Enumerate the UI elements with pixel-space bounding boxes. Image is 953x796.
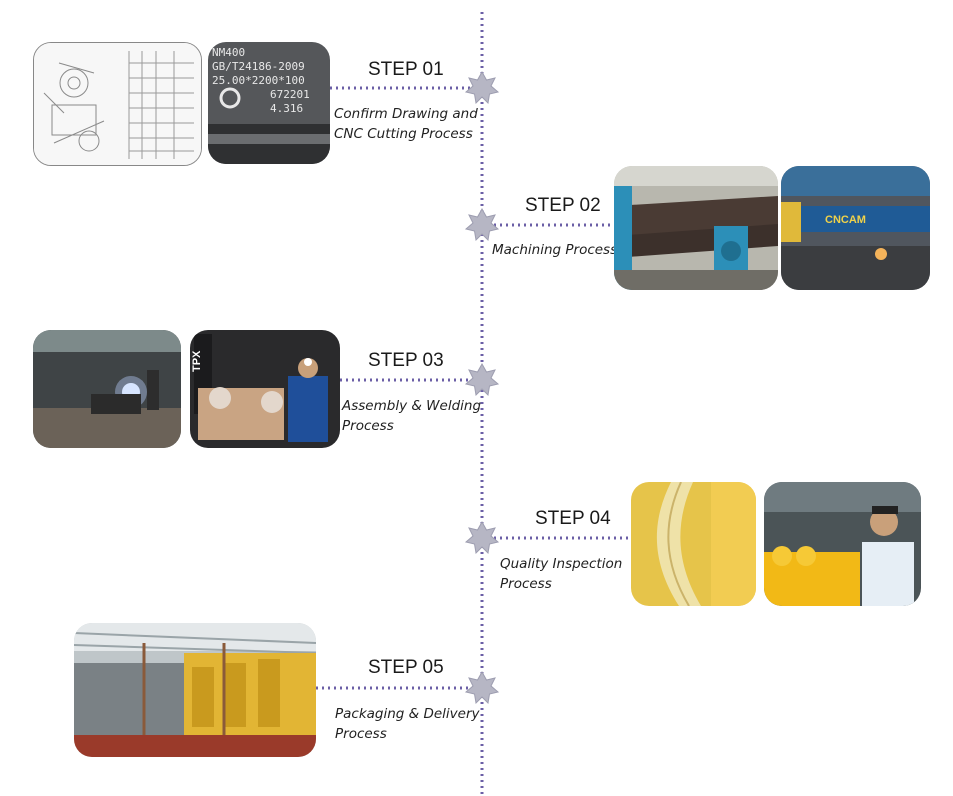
step-04-desc-line2: Process (500, 576, 552, 592)
step-02-star-icon (464, 207, 500, 242)
plate-text-grade: NM400 (212, 46, 245, 59)
step-01-desc-line2: CNC Cutting Process (334, 126, 473, 142)
plate-text-size: 25.00*2200*100 (212, 74, 305, 87)
step-04-star-icon (464, 520, 500, 555)
inspector-measuring-photo (764, 482, 921, 606)
welding-workshop-photo (33, 330, 181, 448)
machine-label-text: TPX (191, 350, 203, 372)
step-02-title: STEP 02 (525, 195, 601, 216)
plate-text-number: 672201 (270, 88, 310, 101)
step-05-title: STEP 05 (368, 657, 444, 678)
step-04-title: STEP 04 (535, 508, 611, 529)
worker-assembly-photo: TPX (190, 330, 340, 448)
plate-text-standard: GB/T24186-2009 (212, 60, 305, 73)
step-01-desc-line1: Confirm Drawing and (334, 106, 478, 122)
step-05-description: Packaging & Delivery Process (335, 704, 480, 744)
step-03-description: Assembly & Welding Process (342, 396, 481, 436)
step-04-desc-line1: Quality Inspection (500, 556, 623, 572)
plate-rolling-machine-photo (614, 166, 778, 290)
steel-plate-marking-photo: NM400 GB/T24186-2009 25.00*2200*100 6722… (208, 42, 330, 164)
plate-text-weight: 4.316 (270, 102, 303, 115)
technical-drawing-photo (33, 42, 202, 166)
step-01-star-icon (464, 70, 500, 105)
step-02-desc-line1: Machining Process (492, 242, 618, 258)
step-05-desc-line2: Process (335, 726, 387, 742)
step-05-star-icon (464, 670, 500, 705)
step-03-title: STEP 03 (368, 350, 444, 371)
step-04-description: Quality Inspection Process (500, 554, 622, 594)
step-01-description: Confirm Drawing and CNC Cutting Process (334, 104, 478, 144)
step-02-description: Machining Process (492, 240, 617, 260)
step-03-star-icon (464, 362, 500, 397)
cnc-cutting-machine-photo: CNCAM (781, 166, 930, 290)
step-03-desc-line2: Process (342, 418, 394, 434)
step-01-title: STEP 01 (368, 59, 444, 80)
step-03-desc-line1: Assembly & Welding (342, 398, 482, 414)
weld-seam-closeup-photo (631, 482, 756, 606)
truck-loaded-buckets-photo (74, 623, 316, 757)
cnc-machine-brand-text: CNCAM (825, 214, 866, 226)
step-05-desc-line1: Packaging & Delivery (335, 706, 480, 722)
